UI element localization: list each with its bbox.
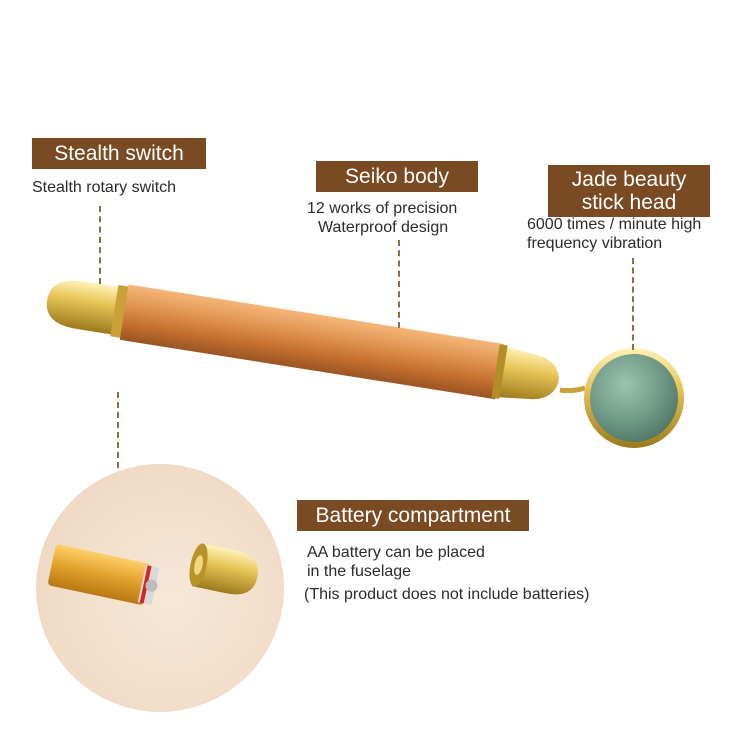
seiko-body-caption-2: Waterproof design <box>318 219 449 236</box>
jade-head-title-line1: Jade beauty <box>571 168 687 191</box>
wand-body <box>119 284 504 400</box>
cap-ring <box>110 284 131 339</box>
jade-head-title: Jade beauty stick head <box>548 165 710 218</box>
leader-stealth-switch <box>99 206 101 284</box>
jade-head-title-line2: stick head <box>581 191 677 215</box>
jade-head-caption-2: frequency vibration <box>527 235 663 252</box>
gold-end-cap <box>46 280 124 336</box>
leader-seiko-body <box>398 240 400 328</box>
jade-head-caption-1: 6000 times / minute high <box>527 216 702 233</box>
battery-caption-1: AA battery can be placed <box>307 544 485 561</box>
battery-note: (This product does not include batteries… <box>304 586 590 603</box>
leader-jade-head <box>632 258 634 350</box>
battery-detail-circle <box>36 464 284 712</box>
stealth-switch-caption: Stealth rotary switch <box>32 179 177 196</box>
stealth-switch-title: Stealth switch <box>32 138 206 170</box>
jade-head <box>559 348 684 448</box>
battery-title: Battery compartment <box>297 500 529 532</box>
neck-ring <box>491 344 508 399</box>
seiko-body-title: Seiko body <box>316 161 478 193</box>
seiko-body-caption-1: 12 works of precision <box>307 200 458 217</box>
beauty-wand <box>46 280 559 400</box>
battery-caption-2: in the fuselage <box>307 563 412 580</box>
leader-battery <box>117 392 119 468</box>
gold-neck <box>493 345 559 400</box>
